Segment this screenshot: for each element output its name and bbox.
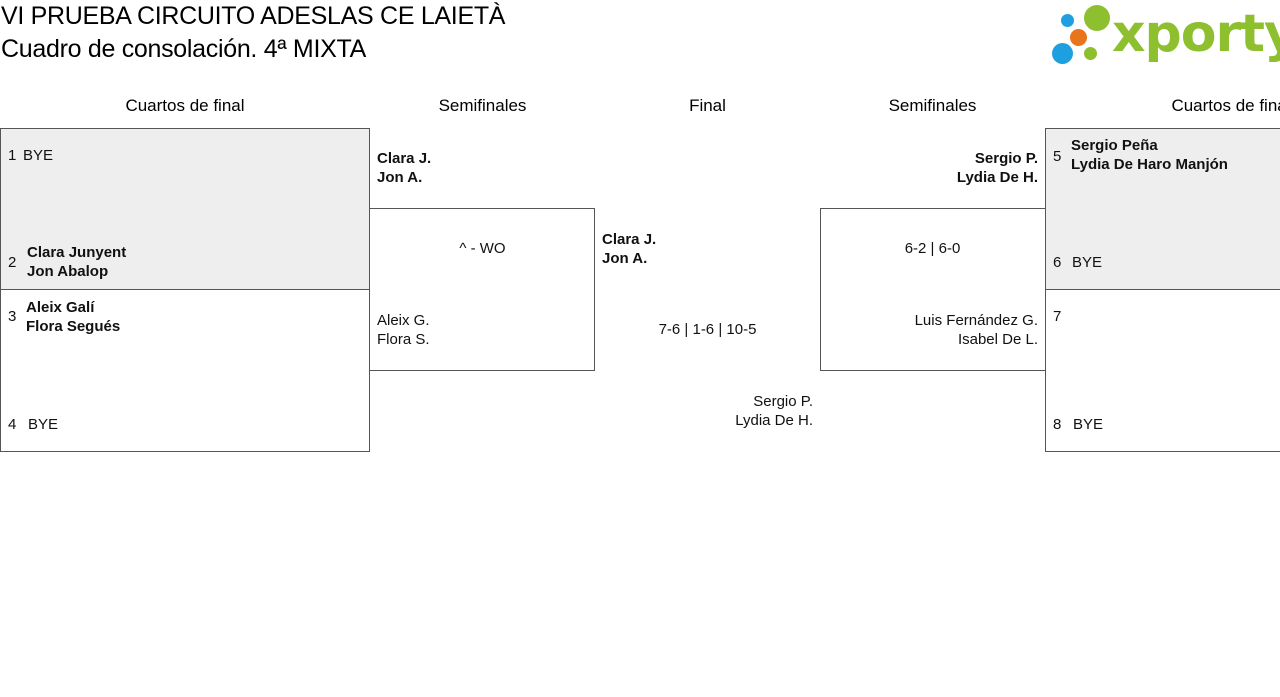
player-name: Aleix Galí xyxy=(26,299,95,316)
seed-number: 2 xyxy=(8,254,17,271)
player-name: BYE xyxy=(28,416,59,433)
logo-wordmark: xporty xyxy=(1112,4,1280,64)
player-name: Lydia De H. xyxy=(956,169,1038,186)
player-name: Clara J. xyxy=(602,231,657,248)
match-score: ^ - WO xyxy=(459,240,506,257)
player-name: Flora S. xyxy=(377,331,430,348)
player-name: BYE xyxy=(23,147,54,164)
player-name: BYE xyxy=(1073,416,1104,433)
seed-number: 3 xyxy=(8,308,17,325)
draw-subtitle: Cuadro de consolación. 4ª MIXTA xyxy=(1,35,366,63)
tournament-title: VI PRUEBA CIRCUITO ADESLAS CE LAIETÀ xyxy=(1,2,506,30)
player-name: Sergio P. xyxy=(974,150,1038,167)
player-name: Sergio P. xyxy=(753,393,813,410)
round-header-right-qf: Cuartos de final xyxy=(1171,96,1280,115)
right-qf-match-2[interactable] xyxy=(1045,289,1280,452)
seed-number: 5 xyxy=(1053,148,1062,165)
seed-number: 7 xyxy=(1053,308,1062,325)
player-name: Jon A. xyxy=(602,250,648,267)
round-header-left-qf: Cuartos de final xyxy=(125,96,245,115)
player-name: Luis Fernández G. xyxy=(914,312,1038,329)
logo-dot-green xyxy=(1084,5,1110,31)
seed-number: 1 xyxy=(8,147,17,164)
player-name: Clara J. xyxy=(377,150,432,167)
player-name: Lydia De Haro Manjón xyxy=(1071,156,1228,173)
seed-number: 6 xyxy=(1053,254,1062,271)
right-qf-match-1[interactable] xyxy=(1045,128,1280,290)
player-name: Jon Abalop xyxy=(27,263,109,280)
xporty-logo[interactable]: xporty xyxy=(1052,4,1280,68)
final-score: 7-6 | 1-6 | 10-5 xyxy=(658,321,757,338)
left-sf-match[interactable] xyxy=(369,208,595,371)
seed-number: 4 xyxy=(8,416,17,433)
round-header-right-sf: Semifinales xyxy=(888,96,977,115)
round-header-left-sf: Semifinales xyxy=(438,96,527,115)
round-header-final: Final xyxy=(689,96,726,115)
left-qf-match-1[interactable] xyxy=(0,128,370,290)
player-name: Sergio Peña xyxy=(1071,137,1158,154)
player-name: Lydia De H. xyxy=(735,412,813,429)
player-name: Clara Junyent xyxy=(27,244,127,261)
player-name: Isabel De L. xyxy=(957,331,1038,348)
logo-dot-orange xyxy=(1070,29,1087,46)
player-name: BYE xyxy=(1072,254,1103,271)
match-score: 6-2 | 6-0 xyxy=(904,240,961,257)
player-name: Jon A. xyxy=(377,169,423,186)
logo-dot-small-blue xyxy=(1061,14,1074,27)
player-name: Aleix G. xyxy=(377,312,430,329)
seed-number: 8 xyxy=(1053,416,1062,433)
player-name: Flora Segués xyxy=(26,318,121,335)
logo-dot-small-green xyxy=(1084,47,1097,60)
logo-dot-blue xyxy=(1052,43,1073,64)
